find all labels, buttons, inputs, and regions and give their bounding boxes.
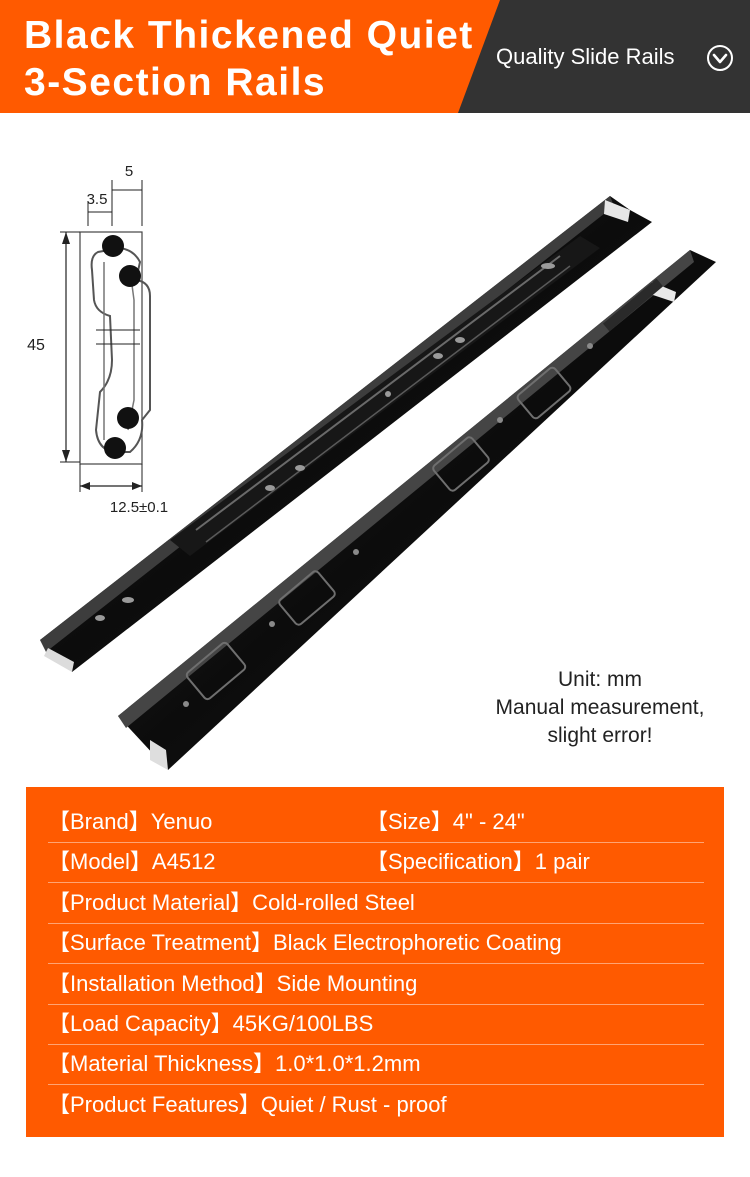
spec-load: 【Load Capacity】45KG/100LBS — [48, 1011, 374, 1036]
header-dark-panel — [458, 0, 750, 113]
spec-brand: 【Brand】Yenuo — [48, 809, 213, 834]
chevron-down-circle-icon — [707, 45, 733, 71]
spec-thickness: 【Material Thickness】1.0*1.0*1.2mm — [48, 1051, 421, 1076]
spec-specification: 【Specification】1 pair — [366, 849, 590, 874]
spec-material: 【Product Material】Cold-rolled Steel — [48, 890, 415, 915]
spec-row-load: 【Load Capacity】45KG/100LBS — [48, 1004, 704, 1045]
header-banner: Black Thickened Quiet 3-Section Rails Qu… — [0, 0, 750, 113]
spec-model: 【Model】A4512 — [48, 849, 216, 874]
spec-row-material: 【Product Material】Cold-rolled Steel — [48, 883, 704, 924]
product-image: 5 3.5 45 12.5±0.1 — [27, 163, 716, 770]
spec-row-installation: 【Installation Method】Side Mounting — [48, 964, 704, 1005]
measurement-note: Unit: mm Manual measurement, slight erro… — [470, 666, 730, 750]
spec-row-brand-size: 【Brand】Yenuo 【Size】4" - 24" — [48, 802, 704, 843]
title-line-2: 3-Section Rails — [24, 61, 327, 104]
cross-section-diagram: 5 3.5 45 12.5±0.1 — [27, 163, 168, 516]
slide-rail-extended — [40, 196, 652, 672]
spec-size: 【Size】4" - 24" — [366, 809, 525, 834]
title-line-1: Black Thickened Quiet — [24, 14, 474, 57]
dim-label-45: 45 — [27, 337, 45, 354]
note-manual: Manual measurement, — [495, 696, 705, 719]
spec-features: 【Product Features】Quiet / Rust - proof — [48, 1092, 447, 1117]
spec-panel: 【Brand】Yenuo 【Size】4" - 24" 【Model】A4512… — [26, 787, 724, 1137]
dim-label-width: 12.5±0.1 — [110, 499, 168, 516]
page-title: Black Thickened Quiet 3-Section Rails — [24, 12, 474, 106]
quality-tag-label: Quality Slide Rails — [496, 44, 675, 69]
spec-row-thickness: 【Material Thickness】1.0*1.0*1.2mm — [48, 1044, 704, 1085]
dim-label-5: 5 — [125, 163, 133, 180]
spec-row-model-spec: 【Model】A4512 【Specification】1 pair — [48, 842, 704, 883]
spec-row-features: 【Product Features】Quiet / Rust - proof — [48, 1085, 704, 1125]
dim-label-3-5: 3.5 — [87, 191, 108, 208]
slide-rail-closed — [118, 250, 716, 770]
note-error: slight error! — [547, 724, 653, 747]
spec-installation: 【Installation Method】Side Mounting — [48, 971, 418, 996]
note-unit: Unit: mm — [558, 668, 642, 691]
spec-row-surface: 【Surface Treatment】Black Electrophoretic… — [48, 923, 704, 964]
spec-surface: 【Surface Treatment】Black Electrophoretic… — [48, 930, 562, 955]
